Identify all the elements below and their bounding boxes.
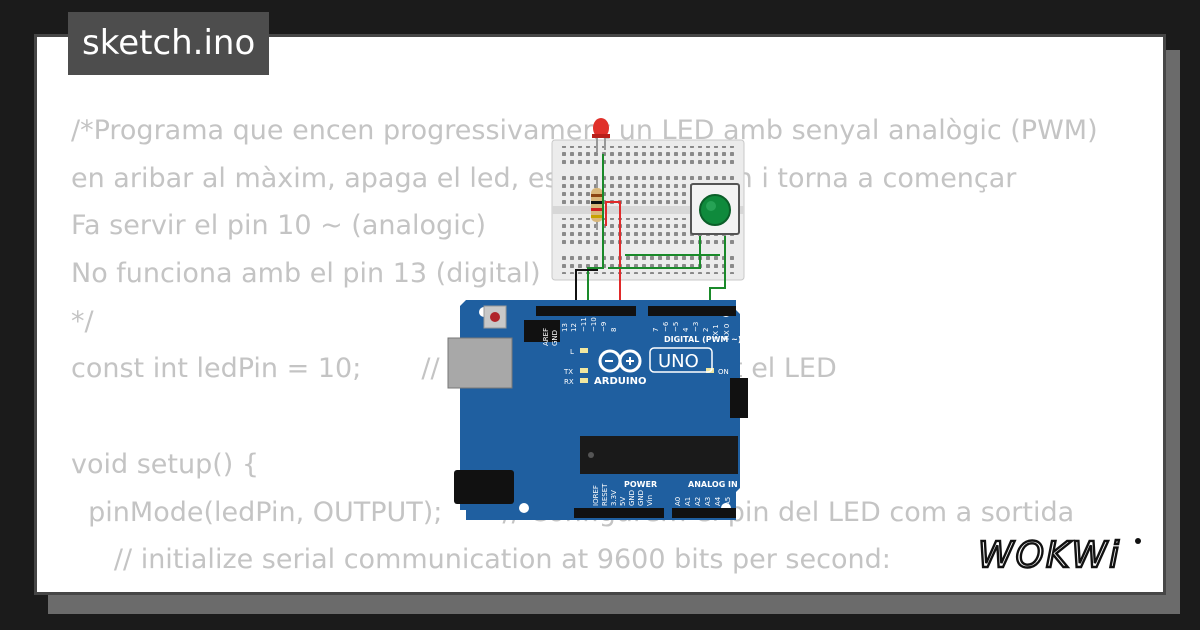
pin-label: 8 [610,328,618,332]
digital-header-right [648,306,736,316]
pin-label: A0 [674,497,682,506]
pin-label: GND [637,490,645,506]
pin-label: 13 [561,323,569,332]
pin-label: IOREF [592,485,600,506]
digital-label: DIGITAL (PWM ~) [664,335,742,344]
analog-label: ANALOG IN [688,480,738,489]
pin-label: AREF [542,328,550,346]
button-cap [699,194,731,226]
pin-label: A3 [704,497,712,506]
code-line: Serial.begin(9600); [71,584,1141,593]
pin-label: 2 [702,328,710,332]
pin-label: RESET [601,483,609,506]
microcontroller-chip [580,436,738,474]
power-jack [454,470,514,504]
pin-label: 3.3V [610,490,618,506]
pin-label: 4 [682,327,690,332]
code-line: void setup() { [71,448,260,480]
rx-label: RX [564,378,574,386]
arduino-logo-icon [598,349,642,373]
breadboard [551,139,745,281]
pin-label: RX 0 [723,324,731,340]
led[interactable] [592,118,610,152]
pin-label: ~6 [662,321,670,332]
resistor[interactable] [591,180,603,230]
code-line: Fa servir el pin 10 ~ (analogic) [71,210,487,242]
code-line: /*Programa que encen progressivament un … [71,115,1098,146]
wokwi-logo-text: WOKWi [978,535,1121,576]
pin-label: ~10 [590,317,598,332]
push-button[interactable] [690,183,740,235]
power-header [574,508,664,518]
analog-header [672,508,736,518]
pin-label: 7 [652,328,660,332]
reset-button[interactable] [490,312,500,322]
wires [575,154,726,312]
l-led-label: L [570,348,574,356]
pin-label: 12 [570,323,578,332]
code-line: // initialize serial communication at 96… [71,544,891,576]
pin-label: A4 [714,496,722,506]
usb-port [447,337,513,389]
pin-label: GND [551,330,559,346]
digital-header-left [536,306,636,316]
tx-label: TX [563,368,573,376]
pin-label: A1 [684,497,692,506]
on-label: ON [718,368,729,376]
pin-label: ~3 [692,322,700,332]
code-line: No funciona amb el pin 13 (digital) [71,258,541,290]
pin-label: ~11 [580,317,588,332]
arduino-uno-board: AREF GND 13 12 ~11 ~10 ~9 8 7 ~6 ~5 4 ~3… [447,300,748,520]
pin-label: Vin [646,495,654,506]
board-model: UNO [658,351,699,372]
pin-label: ~9 [600,322,608,332]
filename-tab[interactable]: sketch.ino [68,12,270,75]
led-dome [593,118,609,138]
pin-label: 5V [619,497,627,506]
pin-label: A5 [724,497,732,506]
pin-label: ~5 [672,322,680,332]
pin-label: GND [628,490,636,506]
pin-label: TX 1 [712,324,720,341]
circuit-diagram: AREF GND 13 12 ~11 ~10 ~9 8 7 ~6 ~5 4 ~3… [447,118,748,520]
wokwi-logo: WOKWi [970,525,1160,581]
code-line: */ [71,305,94,337]
board-brand: ARDUINO [594,376,646,387]
pin-label: A2 [694,497,702,506]
power-label: POWER [624,480,657,489]
